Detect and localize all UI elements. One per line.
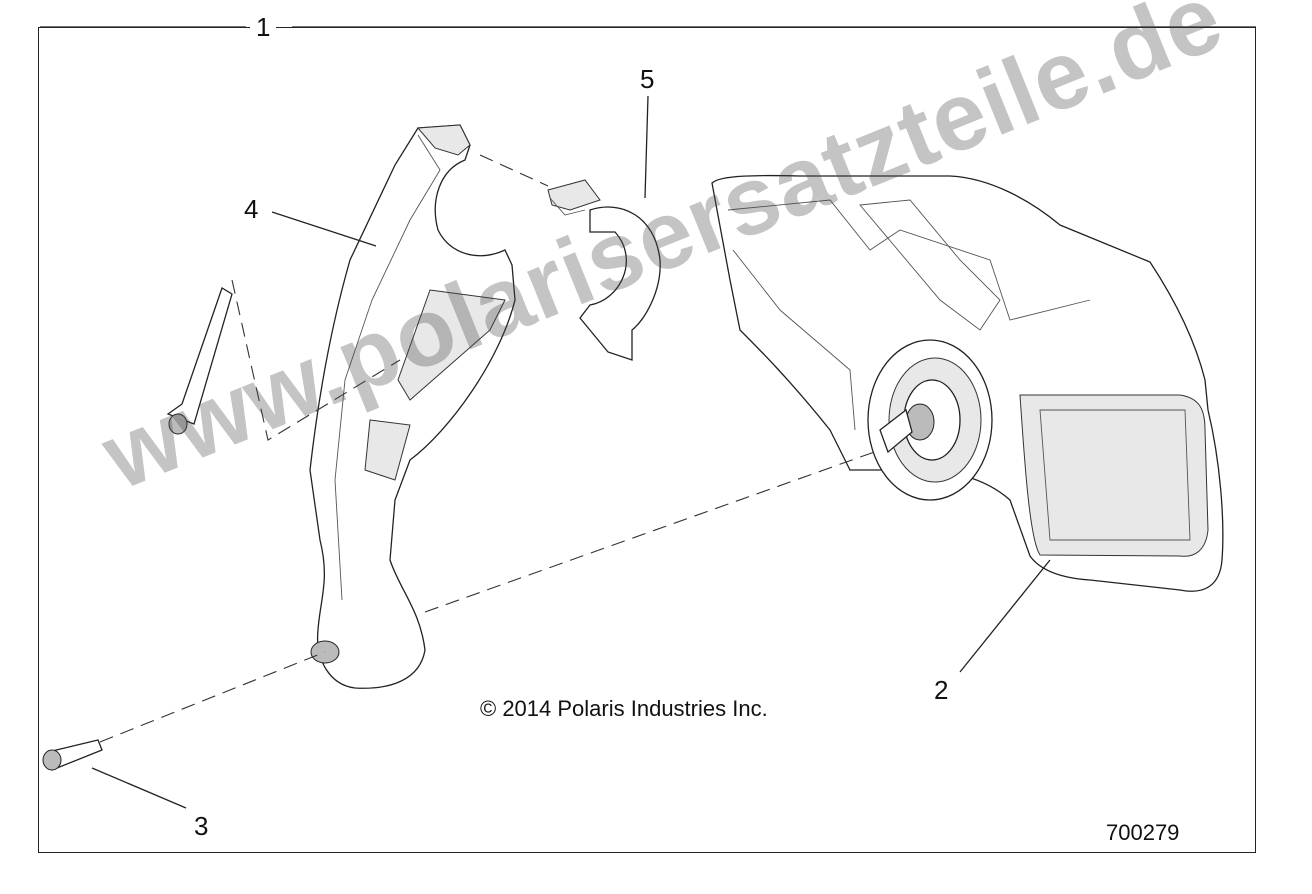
callout-4: 4	[238, 196, 265, 222]
clamp-part	[547, 179, 661, 361]
leader-lines	[40, 26, 1256, 809]
screw-part	[42, 287, 233, 771]
assembly-lines	[99, 154, 881, 743]
diagram-part-number: 700279	[1106, 820, 1180, 845]
callout-2: 2	[928, 677, 955, 703]
callout-1: 1	[250, 14, 277, 40]
copyright-text: © 2014 Polaris Industries Inc.	[480, 696, 768, 721]
callout-5: 5	[634, 66, 661, 92]
bracket-part	[309, 124, 516, 689]
callout-3: 3	[188, 813, 215, 839]
housing-part	[711, 174, 1224, 592]
